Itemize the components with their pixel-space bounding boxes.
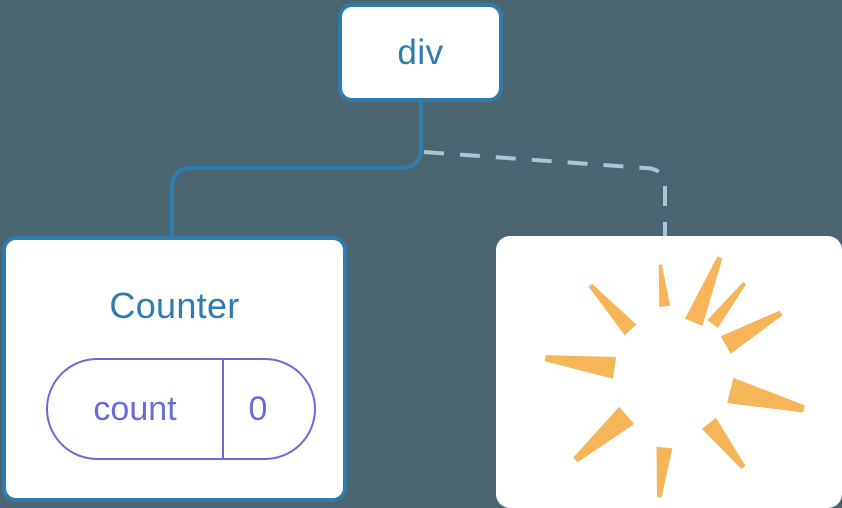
state-pill-count[interactable]: count 0 [46, 358, 316, 460]
burst-ray-5 [573, 406, 635, 463]
div-node-label: div [397, 33, 444, 72]
burst-container [496, 236, 842, 508]
burst-ray-2 [658, 264, 671, 307]
burst-ray-9 [720, 310, 783, 354]
state-key: count [48, 360, 224, 458]
burst-ray-4 [544, 355, 617, 379]
effect-node[interactable] [496, 236, 842, 508]
burst-ray-8 [727, 377, 805, 413]
div-node[interactable]: div [338, 3, 503, 102]
edge-div-to-counter [170, 101, 423, 238]
burst-ray-7 [701, 417, 746, 469]
counter-node[interactable]: Counter count 0 [2, 236, 347, 502]
state-value: 0 [248, 389, 268, 428]
burst-ray-10 [707, 281, 747, 328]
sparkle-burst-icon [544, 256, 805, 498]
counter-node-label: Counter [109, 285, 240, 326]
burst-ray-3 [588, 283, 637, 336]
edge-div-to-effect [423, 150, 667, 238]
burst-ray-6 [656, 446, 673, 498]
burst-ray-1 [684, 256, 723, 326]
